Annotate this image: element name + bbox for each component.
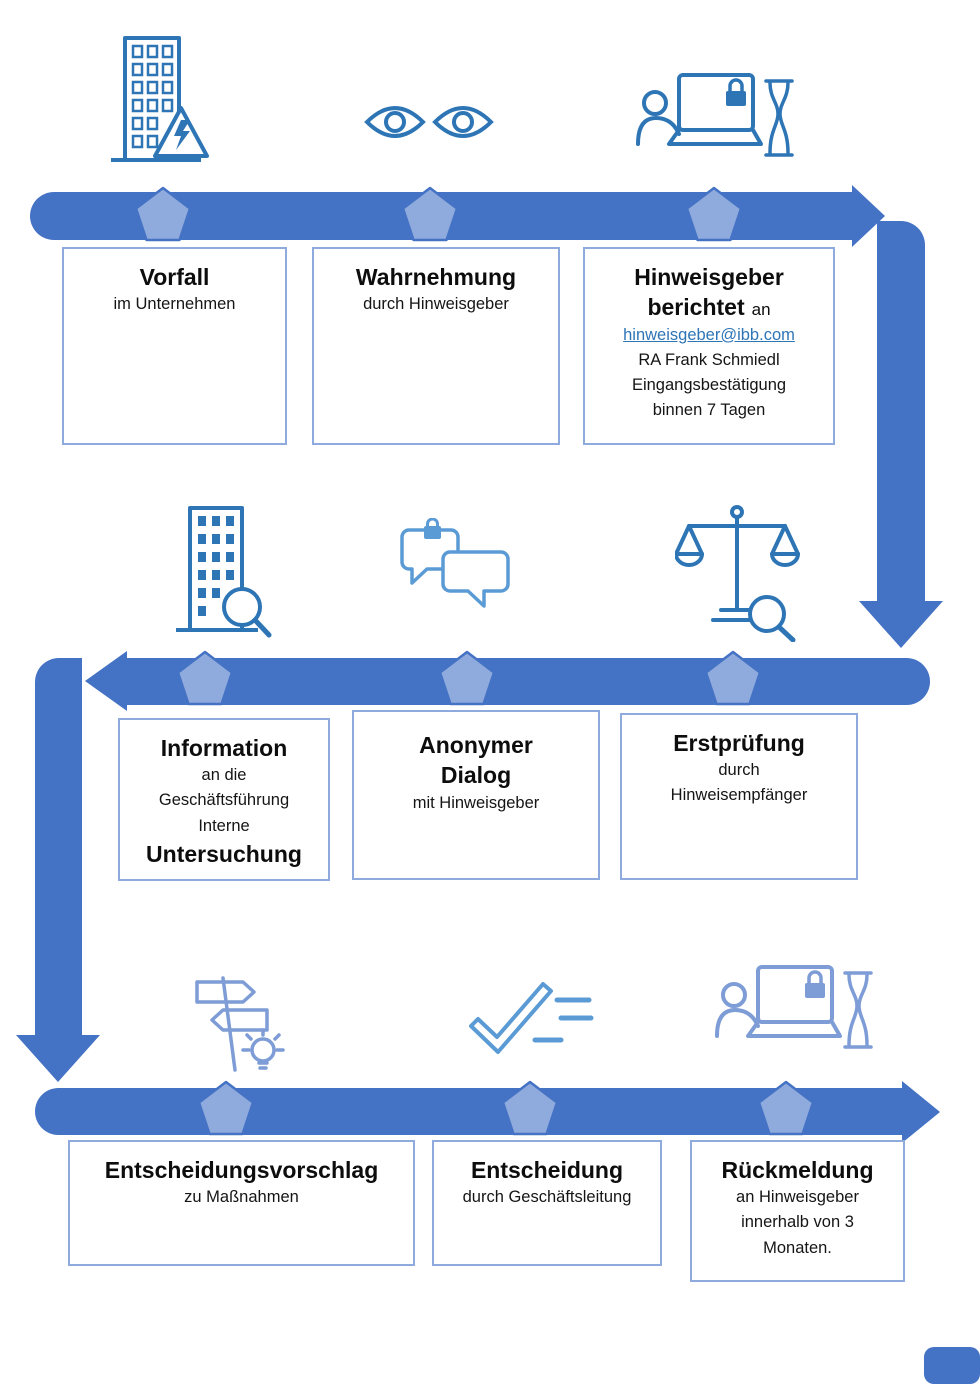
step-box-entscheidung: Entscheidung durch Geschäftsleitung [432,1140,662,1266]
step-text: an Hinweisgeber [736,1188,859,1207]
step-marker [134,186,192,242]
step-text: zu Maßnahmen [184,1188,299,1207]
step-text: mit Hinweisgeber [412,793,540,812]
scales-magnifier-icon [675,502,805,642]
step-text: Eingangsbestätigung [631,375,787,394]
building-magnifier-icon [168,502,273,642]
person-laptop-lock-hourglass-icon [633,70,795,165]
step-box-entscheidungsvorschlag: Entscheidungsvorschlag zu Maßnahmen [68,1140,415,1266]
step-text: Geschäftsführung [158,791,290,810]
person-laptop-lock-hourglass-icon [712,962,874,1057]
step-marker [197,1080,255,1136]
step-marker [685,186,743,242]
step-title: Anonymer Dialog [419,732,533,789]
flow-band-right [877,221,925,602]
step-text: binnen 7 Tagen [652,400,766,419]
step-box-rueckmeldung: Rückmeldung an Hinweisgeber innerhalb vo… [690,1140,905,1282]
arrowhead-down-right [859,601,943,648]
arrowhead-left-middle [85,651,127,711]
building-warning-icon [105,32,215,172]
flow-band-bottom [35,1088,903,1135]
flow-band-left [35,658,82,1036]
checkmark-list-icon [465,982,595,1062]
eyes-icon [363,100,495,144]
step-marker [704,650,762,706]
step-marker [438,650,496,706]
step-title: Wahrnehmung [355,264,517,290]
arrowhead-right-bottom [902,1081,940,1143]
step-box-wahrnehmung: Wahrnehmung durch Hinweisgeber [312,247,560,445]
step-text: durch [718,761,760,780]
step-box-erstpruefung: Erstprüfung durch Hinweisempfänger [620,713,858,880]
step-title: Erstprüfung [673,730,805,756]
step-box-information-untersuchung: Information an die Geschäftsführung Inte… [118,718,330,881]
step-title: Entscheidung [470,1157,624,1183]
step-text: Interne [198,816,250,835]
step-text: RA Frank Schmiedl [638,350,780,369]
email-link[interactable]: hinweisgeber@ibb.com [623,325,795,344]
step-title: Vorfall [139,264,210,290]
step-title: Information [160,735,288,761]
chat-bubbles-lock-icon [393,518,533,626]
step-marker [401,186,459,242]
step-text: durch Hinweisgeber [363,295,509,314]
step-text: innerhalb von 3 [741,1213,854,1232]
step-title: Entscheidungsvorschlag [104,1157,379,1183]
step-marker [501,1080,559,1136]
step-marker [176,650,234,706]
step-text: im Unternehmen [113,295,236,314]
corner-decoration [924,1347,980,1384]
signpost-lightbulb-icon [183,972,288,1077]
title-suffix: an [751,300,771,320]
step-text: an die [201,766,247,785]
flow-band-middle [126,658,930,705]
step-box-anonymer-dialog: Anonymer Dialog mit Hinweisgeber [352,710,600,880]
arrowhead-down-left [16,1035,100,1082]
step-text: Monaten. [763,1238,832,1257]
step-text: Hinweisempfänger [670,786,808,805]
step-box-vorfall: Vorfall im Unternehmen [62,247,287,445]
step-text: durch Geschäftsleitung [462,1188,632,1207]
step-title-secondary: Untersuchung [146,840,302,867]
step-title: Rückmeldung [721,1157,874,1183]
step-marker [757,1080,815,1136]
